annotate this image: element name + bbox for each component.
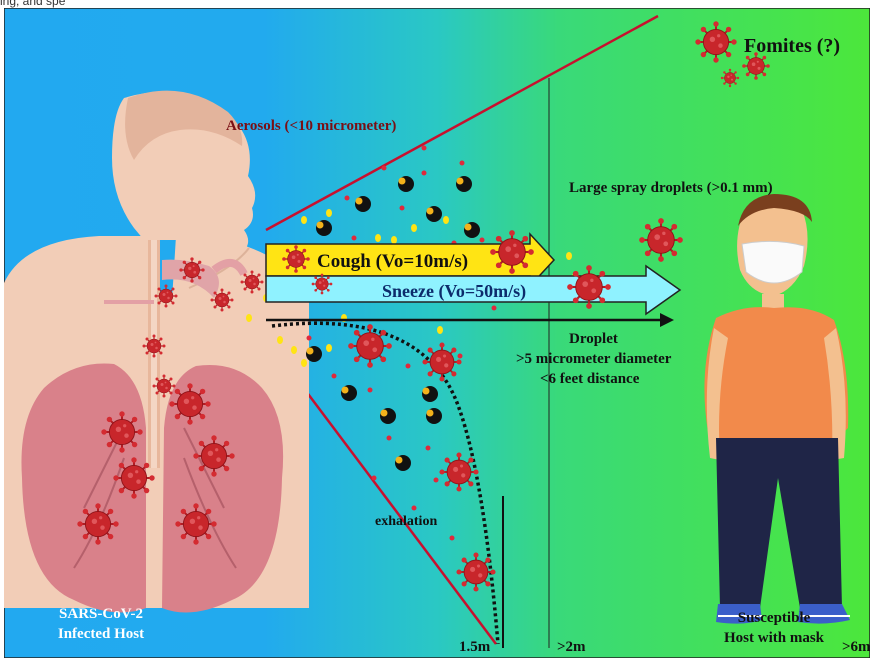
cropped-caption-text: ing, and spe: [0, 0, 65, 8]
large-spray-label: Large spray droplets (>0.1 mm): [569, 180, 773, 196]
fomites-label: Fomites (?): [744, 35, 840, 57]
infected-host-label-line1: SARS-CoV-2: [59, 606, 143, 622]
distance-label-1-5m: 1.5m: [459, 639, 491, 655]
susceptible-host-label-line2: Host with mask: [724, 630, 825, 646]
distance-label-2m: >2m: [557, 639, 586, 655]
aerosols-label: Aerosols (<10 micrometer): [226, 118, 396, 134]
cropped-caption: ing, and spe: [0, 0, 872, 8]
droplet-label-line3: <6 feet distance: [540, 371, 640, 387]
infected-host-label-line2: Infected Host: [58, 626, 144, 642]
susceptible-host-label-line1: Susceptible: [738, 610, 811, 626]
distance-label-6m: >6m: [842, 639, 870, 655]
droplet-label-line2: >5 micrometer diameter: [516, 351, 672, 367]
sneeze-label: Sneeze (Vo=50m/s): [382, 281, 526, 302]
cough-label: Cough (Vo=10m/s): [317, 251, 468, 272]
droplet-label-line1: Droplet: [569, 331, 618, 347]
diagram-canvas: Cough (Vo=10m/s) Sneeze (Vo=50m/s): [4, 8, 870, 658]
transmission-diagram: Cough (Vo=10m/s) Sneeze (Vo=50m/s): [4, 8, 870, 658]
exhalation-label: exhalation: [375, 514, 437, 529]
